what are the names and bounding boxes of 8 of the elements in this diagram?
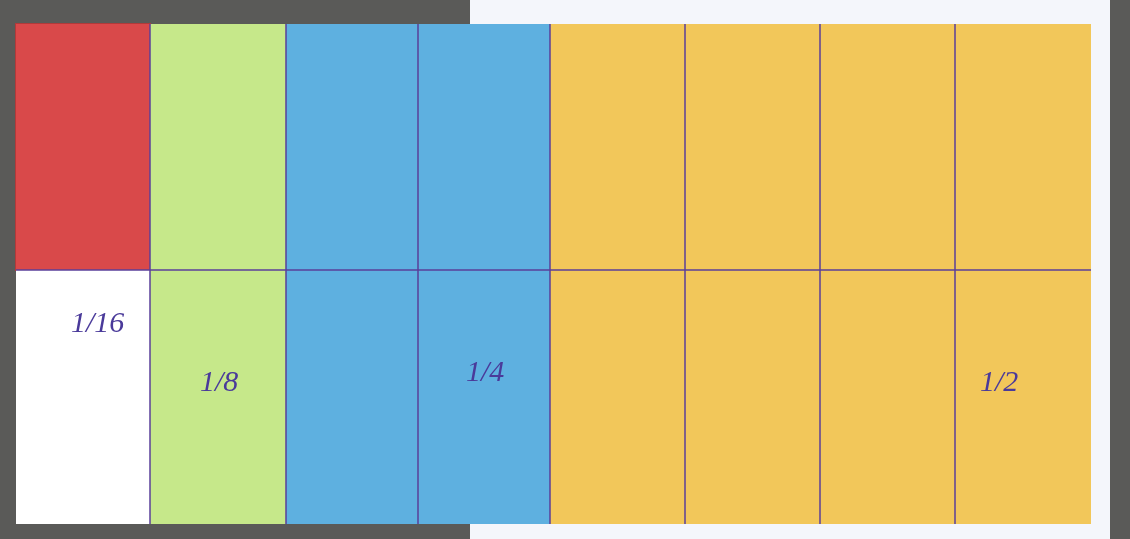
shaded-strip: [550, 24, 1091, 524]
shaded-strip: [150, 24, 286, 524]
fraction-label: 1/4: [466, 354, 505, 388]
fraction-label: 1/2: [980, 364, 1019, 398]
fraction-label: 1/8: [200, 364, 239, 398]
shaded-strip: [286, 24, 550, 524]
fraction-label: 1/16: [71, 305, 125, 339]
shaded-square: [16, 24, 150, 270]
